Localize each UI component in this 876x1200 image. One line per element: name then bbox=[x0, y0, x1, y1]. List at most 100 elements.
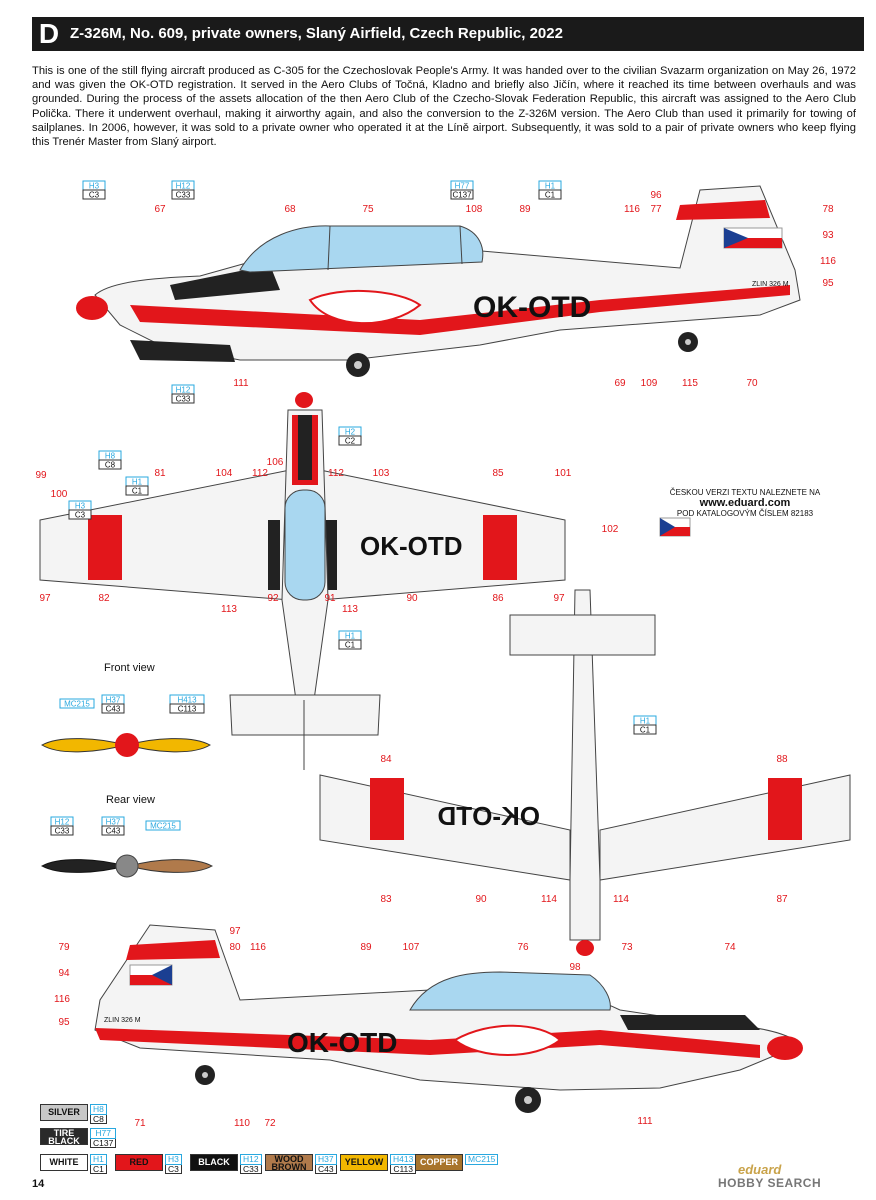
legend-swatch: BLACK bbox=[190, 1154, 238, 1171]
legend-swatch: YELLOW bbox=[340, 1154, 388, 1171]
callout-number: 87 bbox=[776, 894, 788, 905]
callout-number: 76 bbox=[517, 942, 529, 953]
watermark-eduard: eduard bbox=[738, 1162, 782, 1177]
legend-code-c: C137 bbox=[90, 1138, 117, 1148]
propeller-rear bbox=[40, 854, 214, 878]
paint-code-top: H8 bbox=[105, 452, 116, 461]
callout-number: 81 bbox=[154, 468, 166, 479]
side-view-right: OK-OTD ZLIN 326 M bbox=[94, 924, 803, 1113]
paint-code-bottom: C1 bbox=[545, 191, 556, 200]
paint-code-top: H2 bbox=[345, 428, 356, 437]
callout-number: 114 bbox=[541, 894, 557, 905]
czech-note-url[interactable]: www.eduard.com bbox=[699, 497, 791, 509]
callout-number: 100 bbox=[51, 489, 68, 500]
callout-number: 116 bbox=[54, 994, 70, 1005]
legend-code-h: H8 bbox=[90, 1104, 107, 1115]
paint-code-callouts: H3C3H12C33H77C137H1C1H12C33H2C2H8C8H1C1H… bbox=[50, 180, 657, 836]
callout-number: 101 bbox=[555, 468, 572, 479]
legend-code-c: C33 bbox=[240, 1164, 262, 1174]
callout-number: 89 bbox=[519, 204, 531, 215]
callout-number: 110 bbox=[234, 1118, 250, 1129]
paint-code-bottom: C33 bbox=[176, 395, 191, 404]
bottom-view: OK-OTD bbox=[319, 589, 851, 956]
callout-number: 94 bbox=[58, 968, 70, 979]
callout-number: 72 bbox=[264, 1118, 276, 1129]
front-view-label: Front view bbox=[104, 662, 155, 674]
paint-code-top: H37 bbox=[106, 696, 121, 705]
callout-number: 111 bbox=[637, 1116, 653, 1127]
callout-number: 102 bbox=[602, 524, 619, 535]
paint-code-mc215_b: MC215 bbox=[145, 820, 181, 831]
profile-letter: D bbox=[38, 18, 60, 49]
legend-code-h: MC215 bbox=[465, 1154, 499, 1165]
registration-side-right: OK-OTD bbox=[287, 1027, 397, 1058]
callout-number: 70 bbox=[746, 378, 758, 389]
legend-swatch: TIRE BLACK bbox=[40, 1128, 88, 1146]
paint-code-bottom: C3 bbox=[75, 511, 86, 520]
legend-swatch: COPPER bbox=[415, 1154, 463, 1171]
callout-number: 91 bbox=[324, 593, 336, 604]
page-number: 14 bbox=[32, 1178, 45, 1190]
paint-code-top: H413 bbox=[177, 696, 197, 705]
legend-code: MC215 bbox=[465, 1154, 499, 1165]
paint-code-bottom: C43 bbox=[106, 705, 121, 714]
legend-code-h: H3 bbox=[165, 1154, 182, 1165]
registration-side-left: OK-OTD bbox=[473, 291, 591, 324]
callout-number: 98 bbox=[569, 962, 581, 973]
paint-code-bottom: C33 bbox=[55, 827, 70, 836]
callout-number: 84 bbox=[380, 754, 392, 765]
callout-number: 97 bbox=[553, 593, 565, 604]
callout-number: 69 bbox=[614, 378, 626, 389]
registration-bottom: OK-OTD bbox=[437, 801, 540, 831]
paint-code-top: H77 bbox=[455, 182, 470, 191]
rear-view-label: Rear view bbox=[106, 794, 155, 806]
paint-code-bottom: C1 bbox=[640, 726, 651, 735]
czech-note-line2: POD KATALOGOVÝM ČÍSLEM 82183 bbox=[676, 509, 814, 518]
callout-number: 88 bbox=[776, 754, 788, 765]
callout-number: 97 bbox=[229, 926, 241, 937]
callout-number: 116 bbox=[250, 942, 266, 953]
paint-code-bottom: C1 bbox=[345, 641, 356, 650]
watermark-hobbysearch: HOBBY SEARCH bbox=[718, 1176, 822, 1190]
callout-number: 104 bbox=[216, 468, 233, 479]
callout-number: 116 bbox=[624, 204, 640, 215]
callout-number: 74 bbox=[724, 942, 736, 953]
callout-number: 71 bbox=[134, 1118, 146, 1129]
legend-code-c: C3 bbox=[165, 1164, 182, 1174]
callout-number: 107 bbox=[403, 942, 420, 953]
callout-number: 95 bbox=[58, 1017, 70, 1028]
callout-number: 103 bbox=[373, 468, 390, 479]
callout-number: 97 bbox=[39, 593, 51, 604]
propeller-front bbox=[41, 733, 211, 757]
callout-number: 113 bbox=[221, 604, 237, 615]
legend-code-h: H37 bbox=[315, 1154, 337, 1165]
paint-code-bottom: C1 bbox=[132, 487, 143, 496]
paint-code-bottom: C2 bbox=[345, 437, 356, 446]
czech-flag bbox=[659, 517, 691, 537]
paint-code-top: H3 bbox=[89, 182, 100, 191]
callout-number: 95 bbox=[822, 278, 834, 289]
callout-number: 93 bbox=[822, 230, 834, 241]
paint-code-bottom: C8 bbox=[105, 461, 116, 470]
callout-number: 96 bbox=[650, 190, 662, 201]
callout-number: 77 bbox=[650, 204, 662, 215]
callout-number: 113 bbox=[342, 604, 358, 615]
legend-code-h: H413 bbox=[390, 1154, 417, 1165]
